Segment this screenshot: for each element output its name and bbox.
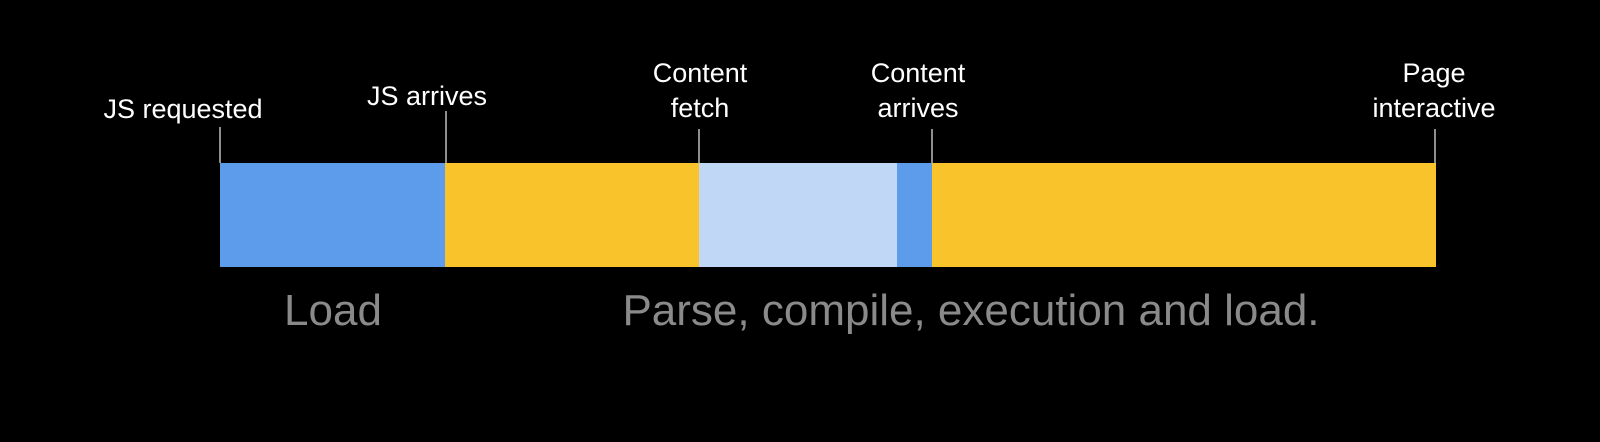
milestone-label-js-requested: JS requested: [103, 92, 262, 127]
milestone-label-line: Page: [1402, 58, 1466, 88]
segment-content-fetch: [699, 163, 897, 267]
phase-label-text: Load: [284, 286, 382, 335]
milestone-label-line: Content: [870, 58, 966, 88]
phase-label-text: Parse, compile, execution and load.: [622, 286, 1320, 335]
milestone-label-page-interactive: Page interactive: [1372, 56, 1495, 126]
phase-label-parse-compile-execution-load: Parse, compile, execution and load.: [622, 287, 1319, 335]
segment-parse-compile: [445, 163, 699, 267]
milestone-label-line: fetch: [670, 93, 730, 123]
tick-content-fetch: [698, 129, 700, 163]
segment-content-arrives: [897, 163, 932, 267]
milestone-label-line: interactive: [1372, 93, 1496, 123]
milestone-label-content-arrives: Content arrives: [871, 56, 966, 126]
milestone-label-line: Content: [652, 58, 748, 88]
tick-page-interactive: [1434, 129, 1436, 163]
tick-content-arrives: [931, 129, 933, 163]
tick-js-requested: [219, 127, 221, 163]
milestone-label-line: arrives: [877, 93, 959, 123]
tick-js-arrives: [445, 111, 447, 163]
timeline-bar: [220, 163, 1436, 267]
segment-execution-and-load: [932, 163, 1436, 267]
phase-label-load: Load: [284, 287, 382, 335]
segment-load-js-download: [220, 163, 445, 267]
milestone-label-line: JS requested: [103, 94, 263, 124]
milestone-label-content-fetch: Content fetch: [653, 56, 748, 126]
milestone-label-js-arrives: JS arrives: [367, 79, 487, 114]
milestone-label-line: JS arrives: [366, 81, 488, 111]
